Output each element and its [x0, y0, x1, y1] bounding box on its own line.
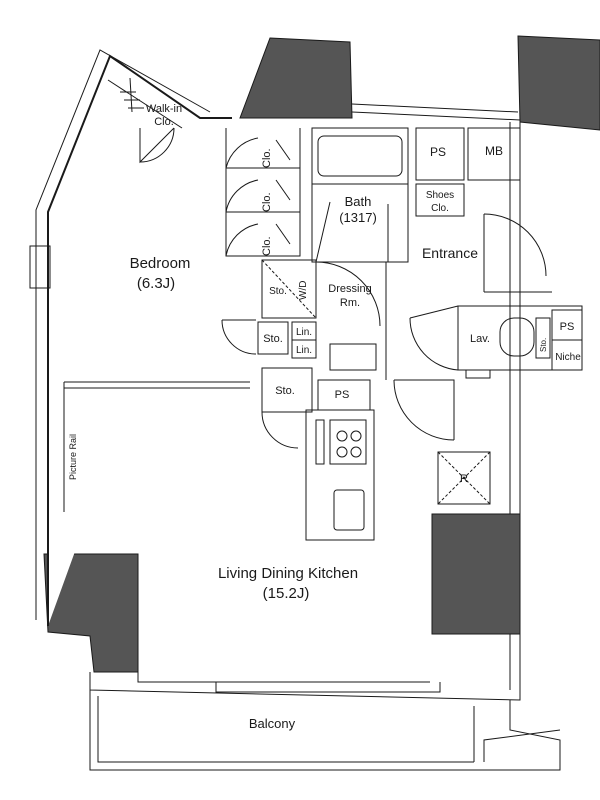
entrance-label: Entrance: [422, 245, 478, 261]
column-top-left: [239, 37, 353, 119]
niche-label: Niche: [555, 352, 581, 363]
balcony-outline: [89, 690, 561, 771]
walk-in-sub-label: Clo.: [154, 116, 174, 128]
column-top-right: [517, 35, 600, 131]
clo-label-2: Clo.: [261, 192, 273, 212]
walk-in-closet: [107, 77, 183, 164]
fridge-label: R: [460, 473, 468, 485]
clo-label-3: Clo.: [261, 236, 273, 256]
outer-walls: [35, 49, 521, 701]
bedroom-walls: [63, 128, 301, 512]
ps-label-top: PS: [430, 145, 446, 159]
clo-label-1: Clo.: [261, 148, 273, 168]
column-mid-right: [431, 513, 521, 635]
bath-size-label: (1317): [339, 210, 377, 225]
sto-label-wd: Sto.: [269, 286, 287, 297]
sto-label-mid: Sto.: [263, 333, 283, 345]
ps-label-kitchen: PS: [335, 389, 350, 401]
lav-area: [393, 305, 583, 441]
ldk-area-label: (15.2J): [263, 585, 310, 602]
window-left: [29, 245, 51, 289]
lav-label: Lav.: [470, 333, 490, 345]
sto-label-kitchen: Sto.: [275, 385, 295, 397]
shoes-label: Shoes: [426, 190, 454, 201]
bedroom-area-label: (6.3J): [137, 275, 175, 292]
kitchen: [261, 367, 491, 541]
walk-in-label: Walk-in: [146, 103, 182, 115]
bath-label: Bath: [345, 194, 372, 209]
picture-rail-label: Picture Rail: [68, 434, 78, 480]
wd-label: W/D: [298, 281, 309, 300]
balcony-label: Balcony: [249, 716, 296, 731]
lin-label-2: Lin.: [296, 345, 312, 356]
sto-label-lav: Sto.: [539, 338, 548, 352]
lin-label-1: Lin.: [296, 327, 312, 338]
dressing-label: Dressing: [328, 283, 371, 295]
mb-label: MB: [485, 144, 503, 158]
dressing-sub-label: Rm.: [340, 297, 360, 309]
ps-label-lav: PS: [560, 321, 575, 333]
shoes-sub-label: Clo.: [431, 203, 449, 214]
column-bottom-left: [43, 553, 139, 673]
bedroom-label: Bedroom: [130, 255, 191, 272]
ldk-label: Living Dining Kitchen: [218, 565, 358, 582]
bath-area: [221, 127, 552, 380]
